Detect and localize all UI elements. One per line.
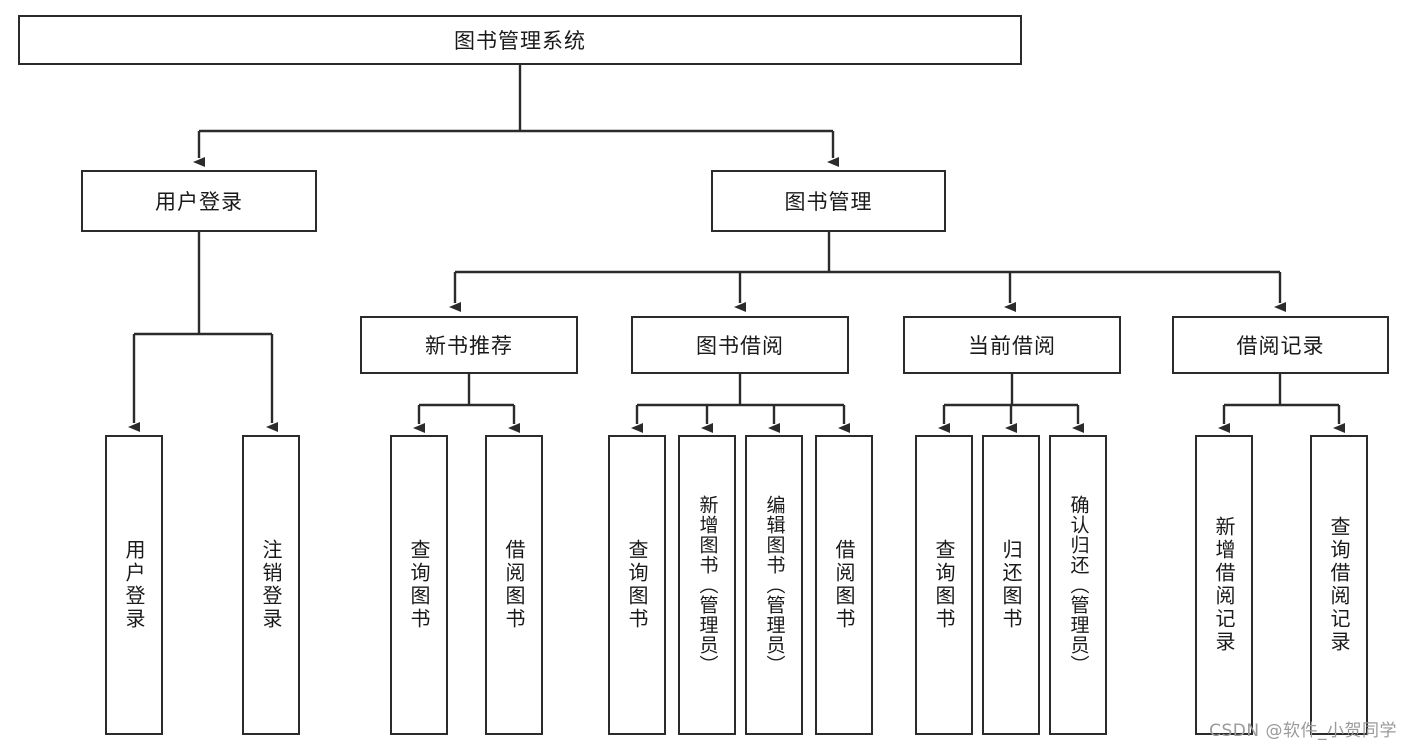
leaf-label: 查询图书	[932, 539, 956, 631]
leaf-label: 确认归还（管理员）	[1067, 495, 1090, 675]
leaf-confirm-return-admin[interactable]: 确认归还（管理员）	[1049, 435, 1107, 735]
leaf-edit-book-admin[interactable]: 编辑图书（管理员）	[745, 435, 803, 735]
leaf-label: 查询借阅记录	[1327, 516, 1351, 654]
leaf-logout[interactable]: 注销登录	[242, 435, 300, 735]
leaf-borrow-book[interactable]: 借阅图书	[815, 435, 873, 735]
leaf-label: 编辑图书（管理员）	[763, 495, 786, 675]
node-current-borrow-label: 当前借阅	[968, 334, 1056, 358]
watermark-text: CSDN @软件_小贺同学	[1209, 721, 1397, 741]
node-book-management-label: 图书管理	[784, 190, 873, 214]
leaf-borrow-book-recommend[interactable]: 借阅图书	[485, 435, 543, 735]
leaf-label: 注销登录	[259, 539, 283, 631]
leaf-add-book-admin[interactable]: 新增图书（管理员）	[678, 435, 736, 735]
leaf-label: 归还图书	[999, 539, 1023, 631]
leaf-label: 查询图书	[407, 539, 431, 631]
leaf-query-book-recommend[interactable]: 查询图书	[390, 435, 448, 735]
node-current-borrow[interactable]: 当前借阅	[903, 316, 1121, 374]
leaf-user-login[interactable]: 用户登录	[105, 435, 163, 735]
leaf-label: 借阅图书	[832, 539, 856, 631]
leaf-label: 新增图书（管理员）	[696, 495, 719, 675]
leaf-return-book[interactable]: 归还图书	[982, 435, 1040, 735]
node-book-management[interactable]: 图书管理	[711, 170, 946, 232]
node-book-borrow-label: 图书借阅	[696, 334, 784, 358]
node-borrow-record[interactable]: 借阅记录	[1172, 316, 1389, 374]
leaf-query-book-current[interactable]: 查询图书	[915, 435, 973, 735]
node-root-label: 图书管理系统	[454, 29, 586, 53]
node-new-book-recommend[interactable]: 新书推荐	[360, 316, 578, 374]
node-user-login-label: 用户登录	[155, 190, 243, 214]
node-new-book-recommend-label: 新书推荐	[425, 334, 513, 358]
leaf-label: 用户登录	[122, 539, 146, 631]
leaf-add-borrow-record[interactable]: 新增借阅记录	[1195, 435, 1253, 735]
node-borrow-record-label: 借阅记录	[1236, 334, 1325, 358]
leaf-label: 借阅图书	[502, 539, 526, 631]
leaf-label: 新增借阅记录	[1212, 516, 1236, 654]
node-user-login[interactable]: 用户登录	[81, 170, 317, 232]
leaf-query-book-borrow[interactable]: 查询图书	[608, 435, 666, 735]
leaf-query-borrow-record[interactable]: 查询借阅记录	[1310, 435, 1368, 735]
leaf-label: 查询图书	[625, 539, 649, 631]
node-book-borrow[interactable]: 图书借阅	[631, 316, 849, 374]
node-root[interactable]: 图书管理系统	[18, 15, 1022, 65]
